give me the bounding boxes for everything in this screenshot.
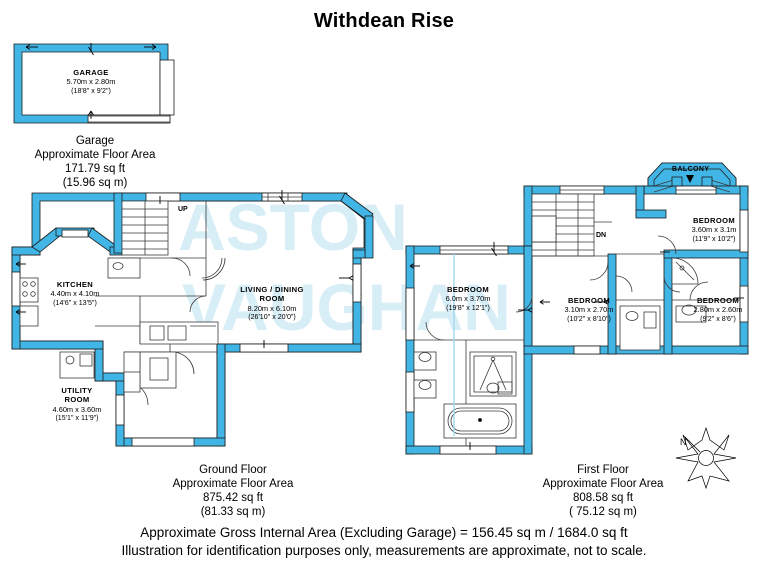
svg-text:VAUGHAN: VAUGHAN (182, 270, 511, 344)
ground-stairs (121, 200, 169, 256)
caption-line-4: (81.33 sq m) (200, 506, 266, 518)
caption-line-1: Ground Floor (199, 464, 267, 476)
caption-line-3: 808.58 sq ft (572, 492, 634, 504)
first-stairs (531, 193, 595, 257)
room-imperial: (19'8" x 12'1") (446, 303, 490, 312)
room-label-bedroom-4: BEDROOM 2.80m x 2.60m (9'2" x 8'6") (668, 296, 768, 324)
caption-line-4: ( 75.12 sq m) (569, 506, 637, 518)
caption-line-2: Approximate Floor Area (542, 478, 664, 490)
room-name: UTILITY (61, 386, 93, 395)
room-name-2: ROOM (259, 294, 285, 304)
room-metric: 3.10m x 2.70m (564, 305, 614, 315)
room-label-bedroom-1: BEDROOM 6.0m x 3.70m (19'8" x 12'1") (412, 285, 524, 313)
room-imperial: (9'2" x 8'6") (700, 314, 736, 323)
room-label-living-dining: LIVING / DINING ROOM 8.20m x 6.10m (26'1… (210, 285, 334, 323)
room-name: KITCHEN (56, 280, 94, 289)
room-label-bedroom-3: BEDROOM 3.60m x 3.1m (11'9" x 10'2") (664, 216, 764, 244)
ground-floor-area-caption: Ground Floor Approximate Floor Area 875.… (140, 463, 326, 519)
caption-line-3: 171.79 sq ft (64, 163, 126, 175)
room-label-bedroom-2: BEDROOM 3.10m x 2.70m (10'2" x 8'10") (534, 296, 644, 324)
room-imperial: (10'2" x 8'10") (567, 314, 611, 323)
caption-line-1: Garage (75, 135, 115, 147)
room-metric: 5.70m x 2.80m (66, 77, 116, 87)
stair-direction-down-label: DN (596, 232, 607, 239)
room-metric: 2.80m x 2.60m (693, 305, 743, 315)
footer-note: Approximate Gross Internal Area (Excludi… (0, 524, 768, 560)
compass-rose (675, 426, 737, 490)
footer-line-2: Illustration for identification purposes… (121, 543, 647, 558)
room-imperial: (18'8" x 9'2") (71, 86, 111, 95)
room-metric: 3.60m x 3.1m (691, 225, 737, 235)
room-imperial: (15'1" x 11'9") (55, 414, 99, 423)
room-metric: 8.20m x 6.10m (247, 303, 297, 313)
room-name-2: ROOM (64, 395, 90, 405)
ground-floor-plan (11, 190, 374, 447)
room-label-kitchen: KITCHEN 4.40m x 4.10m (14'6" x 13'5") (20, 280, 130, 308)
room-metric: 6.0m x 3.70m (445, 294, 491, 304)
room-name: BEDROOM (567, 296, 611, 305)
garage-area-caption: Garage Approximate Floor Area 171.79 sq … (15, 134, 175, 190)
balcony-label: BALCONY (672, 166, 710, 173)
compass-north-label: N (680, 437, 687, 447)
first-floor-area-caption: First Floor Approximate Floor Area 808.5… (510, 463, 696, 519)
room-metric: 4.40m x 4.10m (50, 289, 100, 299)
room-label-garage: GARAGE 5.70m x 2.80m (18'8" x 9'2") (36, 68, 146, 96)
page-title: Withdean Rise (313, 10, 455, 32)
room-name: BEDROOM (692, 216, 736, 225)
room-imperial: (14'6" x 13'5") (53, 298, 97, 307)
room-name: GARAGE (73, 68, 109, 77)
caption-line-3: 875.42 sq ft (202, 492, 264, 504)
caption-line-2: Approximate Floor Area (34, 149, 156, 161)
room-name: BEDROOM (446, 285, 490, 294)
room-name: LIVING / DINING (240, 285, 304, 294)
caption-line-2: Approximate Floor Area (172, 478, 294, 490)
caption-line-1: First Floor (577, 464, 629, 476)
footer-line-1: Approximate Gross Internal Area (Excludi… (140, 525, 628, 540)
garage-plan (13, 43, 175, 124)
room-label-utility: UTILITY ROOM 4.60m x 3.60m (15'1" x 11'9… (22, 386, 132, 424)
stair-direction-up-label: UP (178, 206, 188, 213)
caption-line-4: (15.96 sq m) (62, 177, 128, 189)
room-imperial: (26'10" x 20'0") (248, 313, 296, 322)
first-floor-plan (405, 162, 749, 455)
room-metric: 4.60m x 3.60m (52, 404, 102, 414)
room-imperial: (11'9" x 10'2") (692, 234, 736, 243)
room-name: BEDROOM (696, 296, 740, 305)
